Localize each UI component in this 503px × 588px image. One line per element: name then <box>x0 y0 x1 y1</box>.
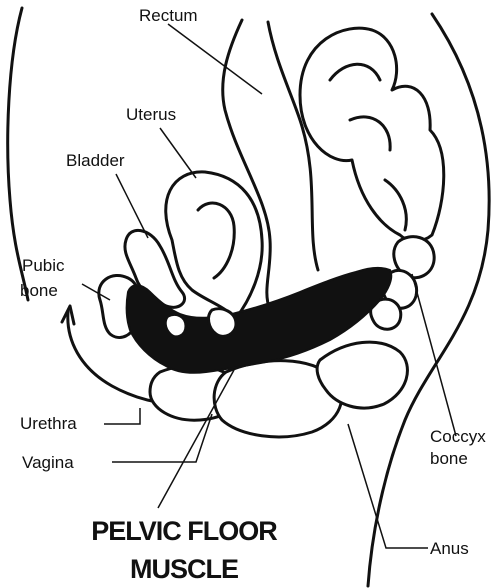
label-bladder: Bladder <box>66 151 125 170</box>
label-pubic-bone-line1: Pubic <box>22 256 65 275</box>
leader-uterus <box>160 128 196 178</box>
leader-anus <box>348 424 428 548</box>
label-pubic-bone-line2: bone <box>20 281 58 300</box>
label-rectum: Rectum <box>139 6 198 25</box>
leader-urethra <box>104 408 140 424</box>
leader-bladder <box>116 174 148 238</box>
label-coccyx-line2: bone <box>430 449 468 468</box>
label-anus: Anus <box>430 539 469 558</box>
label-uterus: Uterus <box>126 105 176 124</box>
label-urethra: Urethra <box>20 414 77 433</box>
label-coccyx-line1: Coccyx <box>430 427 486 446</box>
intestine-loops <box>300 28 444 241</box>
label-vagina: Vagina <box>22 453 74 472</box>
urethra-opening <box>165 314 186 336</box>
title-line2: MUSCLE <box>130 554 238 584</box>
title-line1: PELVIC FLOOR <box>91 516 277 546</box>
vagina-opening <box>209 309 236 337</box>
leader-coccyx <box>412 274 456 436</box>
leader-rectum <box>168 24 262 94</box>
